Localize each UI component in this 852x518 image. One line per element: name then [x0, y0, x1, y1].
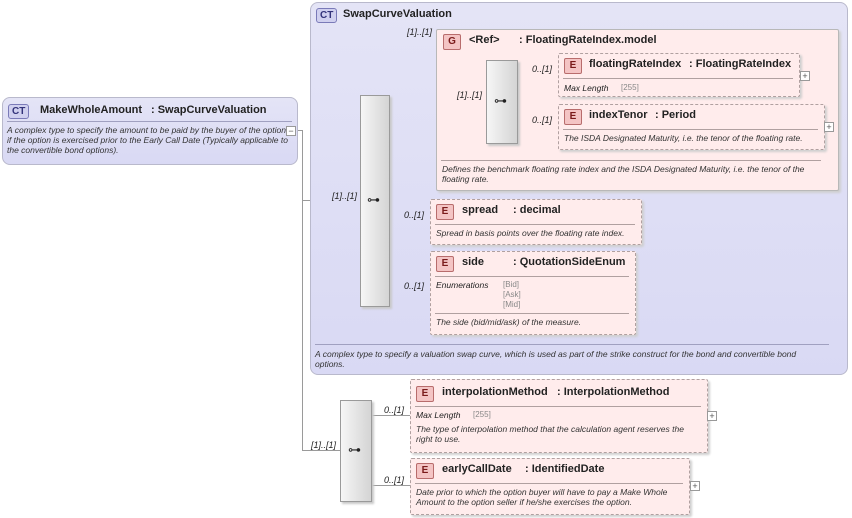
- element-name: spread: [462, 204, 499, 216]
- element-icon: E: [564, 58, 582, 74]
- divider: [315, 344, 829, 345]
- connector: [296, 130, 302, 131]
- expand-icon[interactable]: +: [690, 481, 700, 491]
- root-description: A complex type to specify the amount to …: [7, 125, 288, 155]
- element-type: : Period: [655, 109, 696, 121]
- element-description: Date prior to which the option buyer wil…: [416, 487, 668, 507]
- enumeration-value: [Mid]: [503, 300, 521, 309]
- root-type: : SwapCurveValuation: [151, 104, 267, 116]
- group-ref: <Ref>: [469, 34, 500, 46]
- root-name: MakeWholeAmount: [40, 104, 143, 116]
- multiplicity-label: 0..[1]: [384, 405, 405, 415]
- element-description: The type of interpolation method that th…: [416, 424, 684, 444]
- divider: [435, 276, 629, 277]
- element-index-tenor[interactable]: E indexTenor : Period The ISDA Designate…: [558, 104, 825, 150]
- facet-label: Enumerations: [436, 280, 489, 290]
- facet-value: [255]: [473, 410, 491, 419]
- element-type: : InterpolationMethod: [557, 386, 670, 398]
- facet-label: Max Length: [416, 410, 461, 420]
- element-type: : QuotationSideEnum: [513, 256, 626, 268]
- element-icon: E: [436, 256, 454, 272]
- multiplicity-label: [1]..[1]: [457, 90, 483, 100]
- multiplicity-label: 0..[1]: [404, 281, 425, 291]
- divider: [563, 78, 793, 79]
- enumeration-value: [Bid]: [503, 280, 520, 289]
- element-name: earlyCallDate: [442, 463, 512, 475]
- expand-icon[interactable]: −: [286, 126, 296, 136]
- multiplicity-label: [1]..[1]: [407, 27, 433, 37]
- connector: [370, 485, 410, 486]
- divider: [415, 406, 701, 407]
- element-name: floatingRateIndex: [589, 58, 682, 70]
- element-description: The side (bid/mid/ask) of the measure.: [436, 317, 582, 327]
- sequence-icon: ⊶: [367, 192, 380, 207]
- element-side[interactable]: E side : QuotationSideEnum Enumerations …: [430, 251, 636, 335]
- element-icon: E: [564, 109, 582, 125]
- expand-icon[interactable]: +: [824, 122, 834, 132]
- element-description: The ISDA Designated Maturity, i.e. the t…: [564, 133, 803, 143]
- sequence-compositor[interactable]: ⊶: [486, 60, 518, 144]
- element-type: : IdentifiedDate: [525, 463, 605, 475]
- element-type: : decimal: [513, 204, 561, 216]
- group-description: Defines the benchmark floating rate inde…: [442, 164, 805, 184]
- divider: [563, 129, 818, 130]
- divider: [7, 121, 292, 122]
- swap-curve-name: SwapCurveValuation: [343, 8, 452, 20]
- multiplicity-label: 0..[1]: [404, 210, 425, 220]
- complex-type-icon: CT: [316, 8, 338, 23]
- expand-icon[interactable]: +: [800, 71, 810, 81]
- sequence-compositor[interactable]: ⊶: [360, 95, 390, 307]
- swap-curve-description: A complex type to specify a valuation sw…: [315, 349, 797, 369]
- multiplicity-label: 0..[1]: [384, 475, 405, 485]
- facet-label: Max Length: [564, 83, 609, 93]
- multiplicity-label: 0..[1]: [532, 115, 553, 125]
- divider: [441, 160, 821, 161]
- element-name: interpolationMethod: [442, 386, 548, 398]
- expand-icon[interactable]: +: [707, 411, 717, 421]
- element-name: indexTenor: [589, 109, 648, 121]
- connector: [370, 415, 410, 416]
- root-complex-type[interactable]: CT MakeWholeAmount : SwapCurveValuation …: [2, 97, 298, 165]
- divider: [435, 313, 629, 314]
- connector: [302, 130, 303, 450]
- enumeration-value: [Ask]: [503, 290, 521, 299]
- element-interpolation-method[interactable]: E interpolationMethod : InterpolationMet…: [410, 379, 708, 453]
- element-description: Spread in basis points over the floating…: [436, 228, 625, 238]
- element-icon: E: [436, 204, 454, 220]
- element-icon: E: [416, 386, 434, 402]
- element-floating-rate-index[interactable]: E floatingRateIndex : FloatingRateIndex …: [558, 53, 800, 97]
- divider: [435, 224, 635, 225]
- multiplicity-label: 0..[1]: [532, 64, 553, 74]
- element-type: : FloatingRateIndex: [689, 58, 792, 70]
- element-icon: E: [416, 463, 434, 479]
- group-name: : FloatingRateIndex.model: [519, 34, 657, 46]
- divider: [415, 483, 683, 484]
- element-spread[interactable]: E spread : decimal Spread in basis point…: [430, 199, 642, 245]
- sequence-compositor[interactable]: ⊶: [340, 400, 372, 502]
- complex-type-icon: CT: [8, 104, 30, 119]
- group-icon: G: [443, 34, 461, 50]
- multiplicity-label: [1]..[1]: [332, 191, 358, 201]
- element-name: side: [462, 256, 485, 268]
- sequence-icon: ⊶: [494, 93, 507, 108]
- multiplicity-label: [1]..[1]: [311, 440, 337, 450]
- facet-value: [255]: [621, 83, 639, 92]
- sequence-icon: ⊶: [348, 442, 361, 457]
- connector: [302, 450, 340, 451]
- element-early-call-date[interactable]: E earlyCallDate : IdentifiedDate Date pr…: [410, 458, 690, 515]
